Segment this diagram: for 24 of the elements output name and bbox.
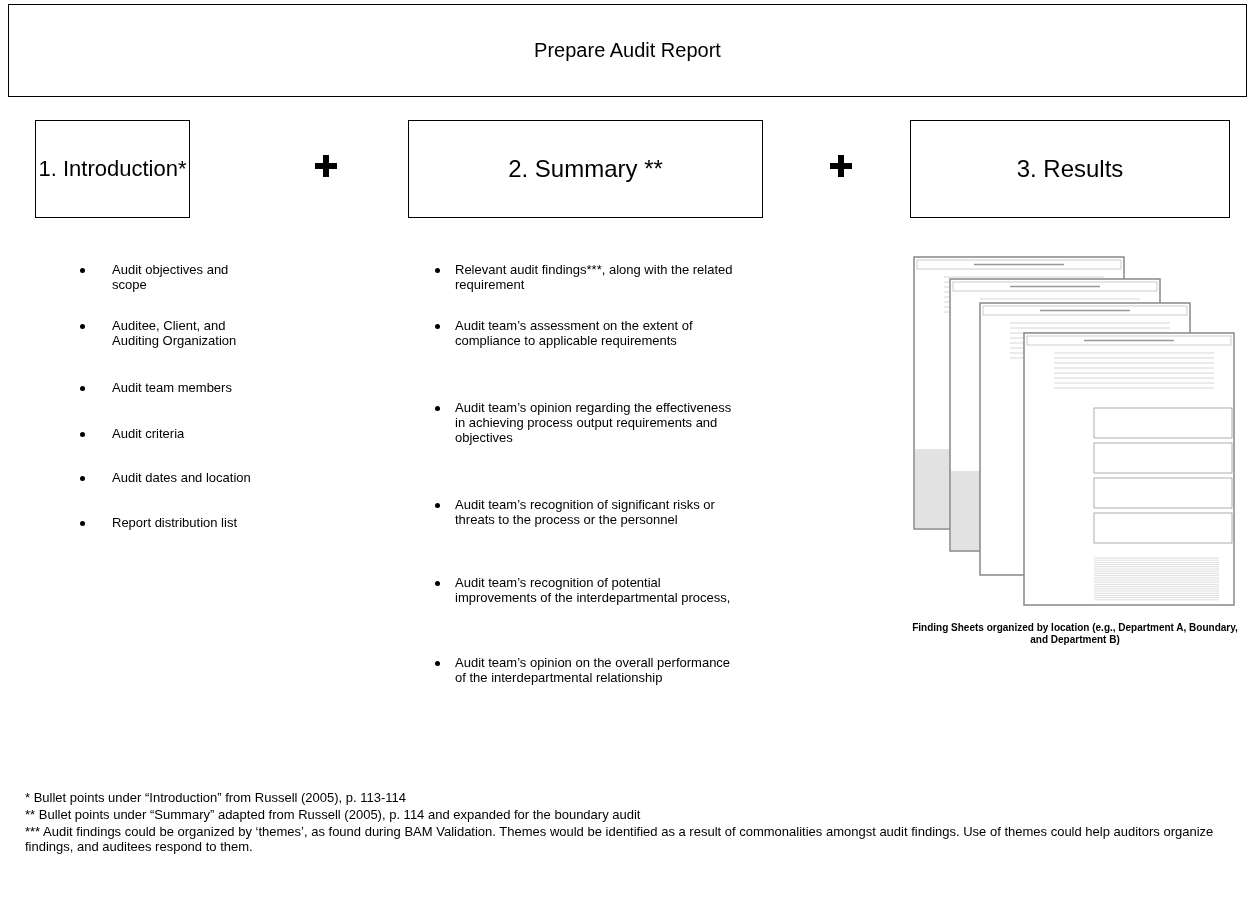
box-heading: 2. Summary ** [508,155,663,183]
box-heading: 1. Introduction* [38,156,187,182]
bullet-text: Audit team’s recognition of significant risks or threats to the process or the personnel [455,497,716,527]
footnote: *** Audit findings could be organized by ‘themes’, as found during BAM Validation. Themes would be identified as a result of commonalities amongst audit findings. Use of themes could help auditors organize findings, and auditees respond to them. [25,824,1215,854]
box-heading: 3. Results [1016,155,1124,183]
bullet-text: Audit team’s recognition of potential improvements of the interdepartmental process, [455,575,732,605]
footnote: * Bullet points under “Introduction” from Russell (2005), p. 113-114 [25,790,408,805]
image-caption: Finding Sheets organized by location (e.g., Department A, Boundary, and Department B) [911,622,1239,646]
section-box [35,120,190,218]
bullet-text: Audit team’s opinion regarding the effectiveness in achieving process output requirements and objectives [455,400,733,445]
title-box [8,4,1247,97]
bullet-text: Audit team’s opinion on the overall performance of the interdepartmental relationship [455,655,732,685]
section-box [408,120,763,218]
bullet-text: Auditee, Client, and Auditing Organization [112,318,238,348]
bullet-text: Audit dates and location [112,470,252,485]
bullet-text: Report distribution list [112,515,238,530]
bullet-text: Relevant audit findings***, along with the related requirement [455,262,734,292]
bullet-text: Audit criteria [112,426,186,441]
bullet-text: Audit team members [112,380,233,395]
bullet-text: Audit team’s assessment on the extent of compliance to applicable requirements [455,318,694,348]
footnote: ** Bullet points under “Summary” adapted from Russell (2005), p. 114 and expanded for the boundary audit [25,807,642,822]
bullet-text: Audit objectives and scope [112,262,230,292]
box-heading: Prepare Audit Report [534,39,721,62]
section-box [910,120,1230,218]
